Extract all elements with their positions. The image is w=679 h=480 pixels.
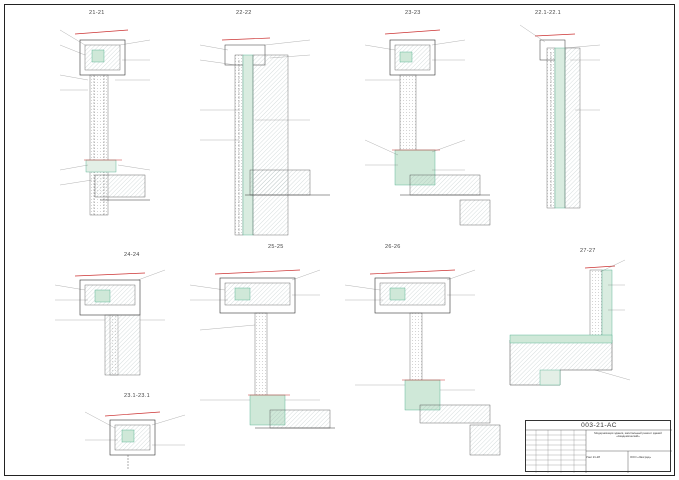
- title-block: 003-21-АС Модернизация здания, капитальн…: [525, 420, 672, 473]
- section-title-22-1: 22.1-22.1: [535, 10, 561, 16]
- detail-22: [199, 37, 330, 236]
- section-title-23-1: 23.1-23.1: [124, 393, 150, 399]
- project-description: Модернизация здания, капитальный ремонт …: [594, 431, 662, 439]
- section-title-24: 24-24: [124, 252, 140, 258]
- detail-25: [189, 269, 335, 429]
- drawing-code: 003-21-АС: [581, 422, 617, 429]
- detail-24: [54, 269, 166, 376]
- detail-22-1: [519, 24, 601, 209]
- detail-27: [509, 259, 631, 386]
- section-title-23: 23-23: [405, 10, 421, 16]
- title-block-grid: [526, 429, 672, 473]
- drawing-sheet-frame: [4, 4, 675, 476]
- section-title-21: 21-21: [89, 10, 105, 16]
- organization-name: ООО «Экоград»: [630, 455, 651, 459]
- detail-23-1: [84, 411, 186, 470]
- section-title-25: 25-25: [268, 244, 284, 250]
- detail-23: [364, 29, 491, 226]
- section-title-22: 22-22: [236, 10, 252, 16]
- section-title-27: 27-27: [580, 248, 596, 254]
- detail-26: [344, 269, 501, 456]
- detail-21: [59, 29, 151, 216]
- sheet-name: Узел 21-28: [586, 455, 600, 459]
- section-title-26: 26-26: [385, 244, 401, 250]
